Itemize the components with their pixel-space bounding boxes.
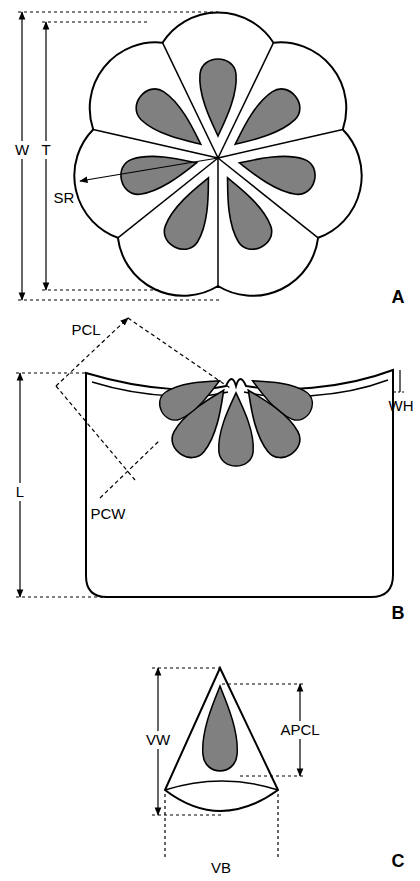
septum-line xyxy=(217,158,219,286)
seed xyxy=(224,82,307,158)
panel-letter: A xyxy=(390,287,407,309)
panel-letter: C xyxy=(390,851,407,873)
seed xyxy=(154,367,226,425)
cross-section-a xyxy=(74,12,361,295)
seed xyxy=(203,686,238,771)
rind-line xyxy=(165,781,278,790)
rind-line xyxy=(92,380,388,396)
dimension-label: VW xyxy=(144,731,172,750)
dimension-lines xyxy=(16,12,406,858)
dimension-label: T xyxy=(39,141,52,160)
seed xyxy=(117,145,200,198)
dimension-label: PCL xyxy=(69,321,102,340)
dimension-label: SR xyxy=(52,189,77,208)
dimension-label: APCL xyxy=(278,721,321,740)
seed xyxy=(129,82,212,158)
dimension-label: L xyxy=(14,483,26,502)
fruit-outline xyxy=(74,12,361,295)
dimension-label: PCW xyxy=(89,505,128,524)
fruit-outline xyxy=(86,370,393,597)
longitudinal-section-b xyxy=(86,367,393,597)
seed xyxy=(219,393,254,466)
segment-c xyxy=(165,668,278,811)
dimension-label: VB xyxy=(209,859,233,878)
dimension-label: WH xyxy=(387,397,416,416)
segment-outline xyxy=(165,668,278,811)
panel-letter: B xyxy=(390,603,407,625)
seed xyxy=(211,170,277,255)
seed xyxy=(235,145,318,198)
dimension-label: W xyxy=(13,141,31,160)
seed xyxy=(200,59,236,136)
